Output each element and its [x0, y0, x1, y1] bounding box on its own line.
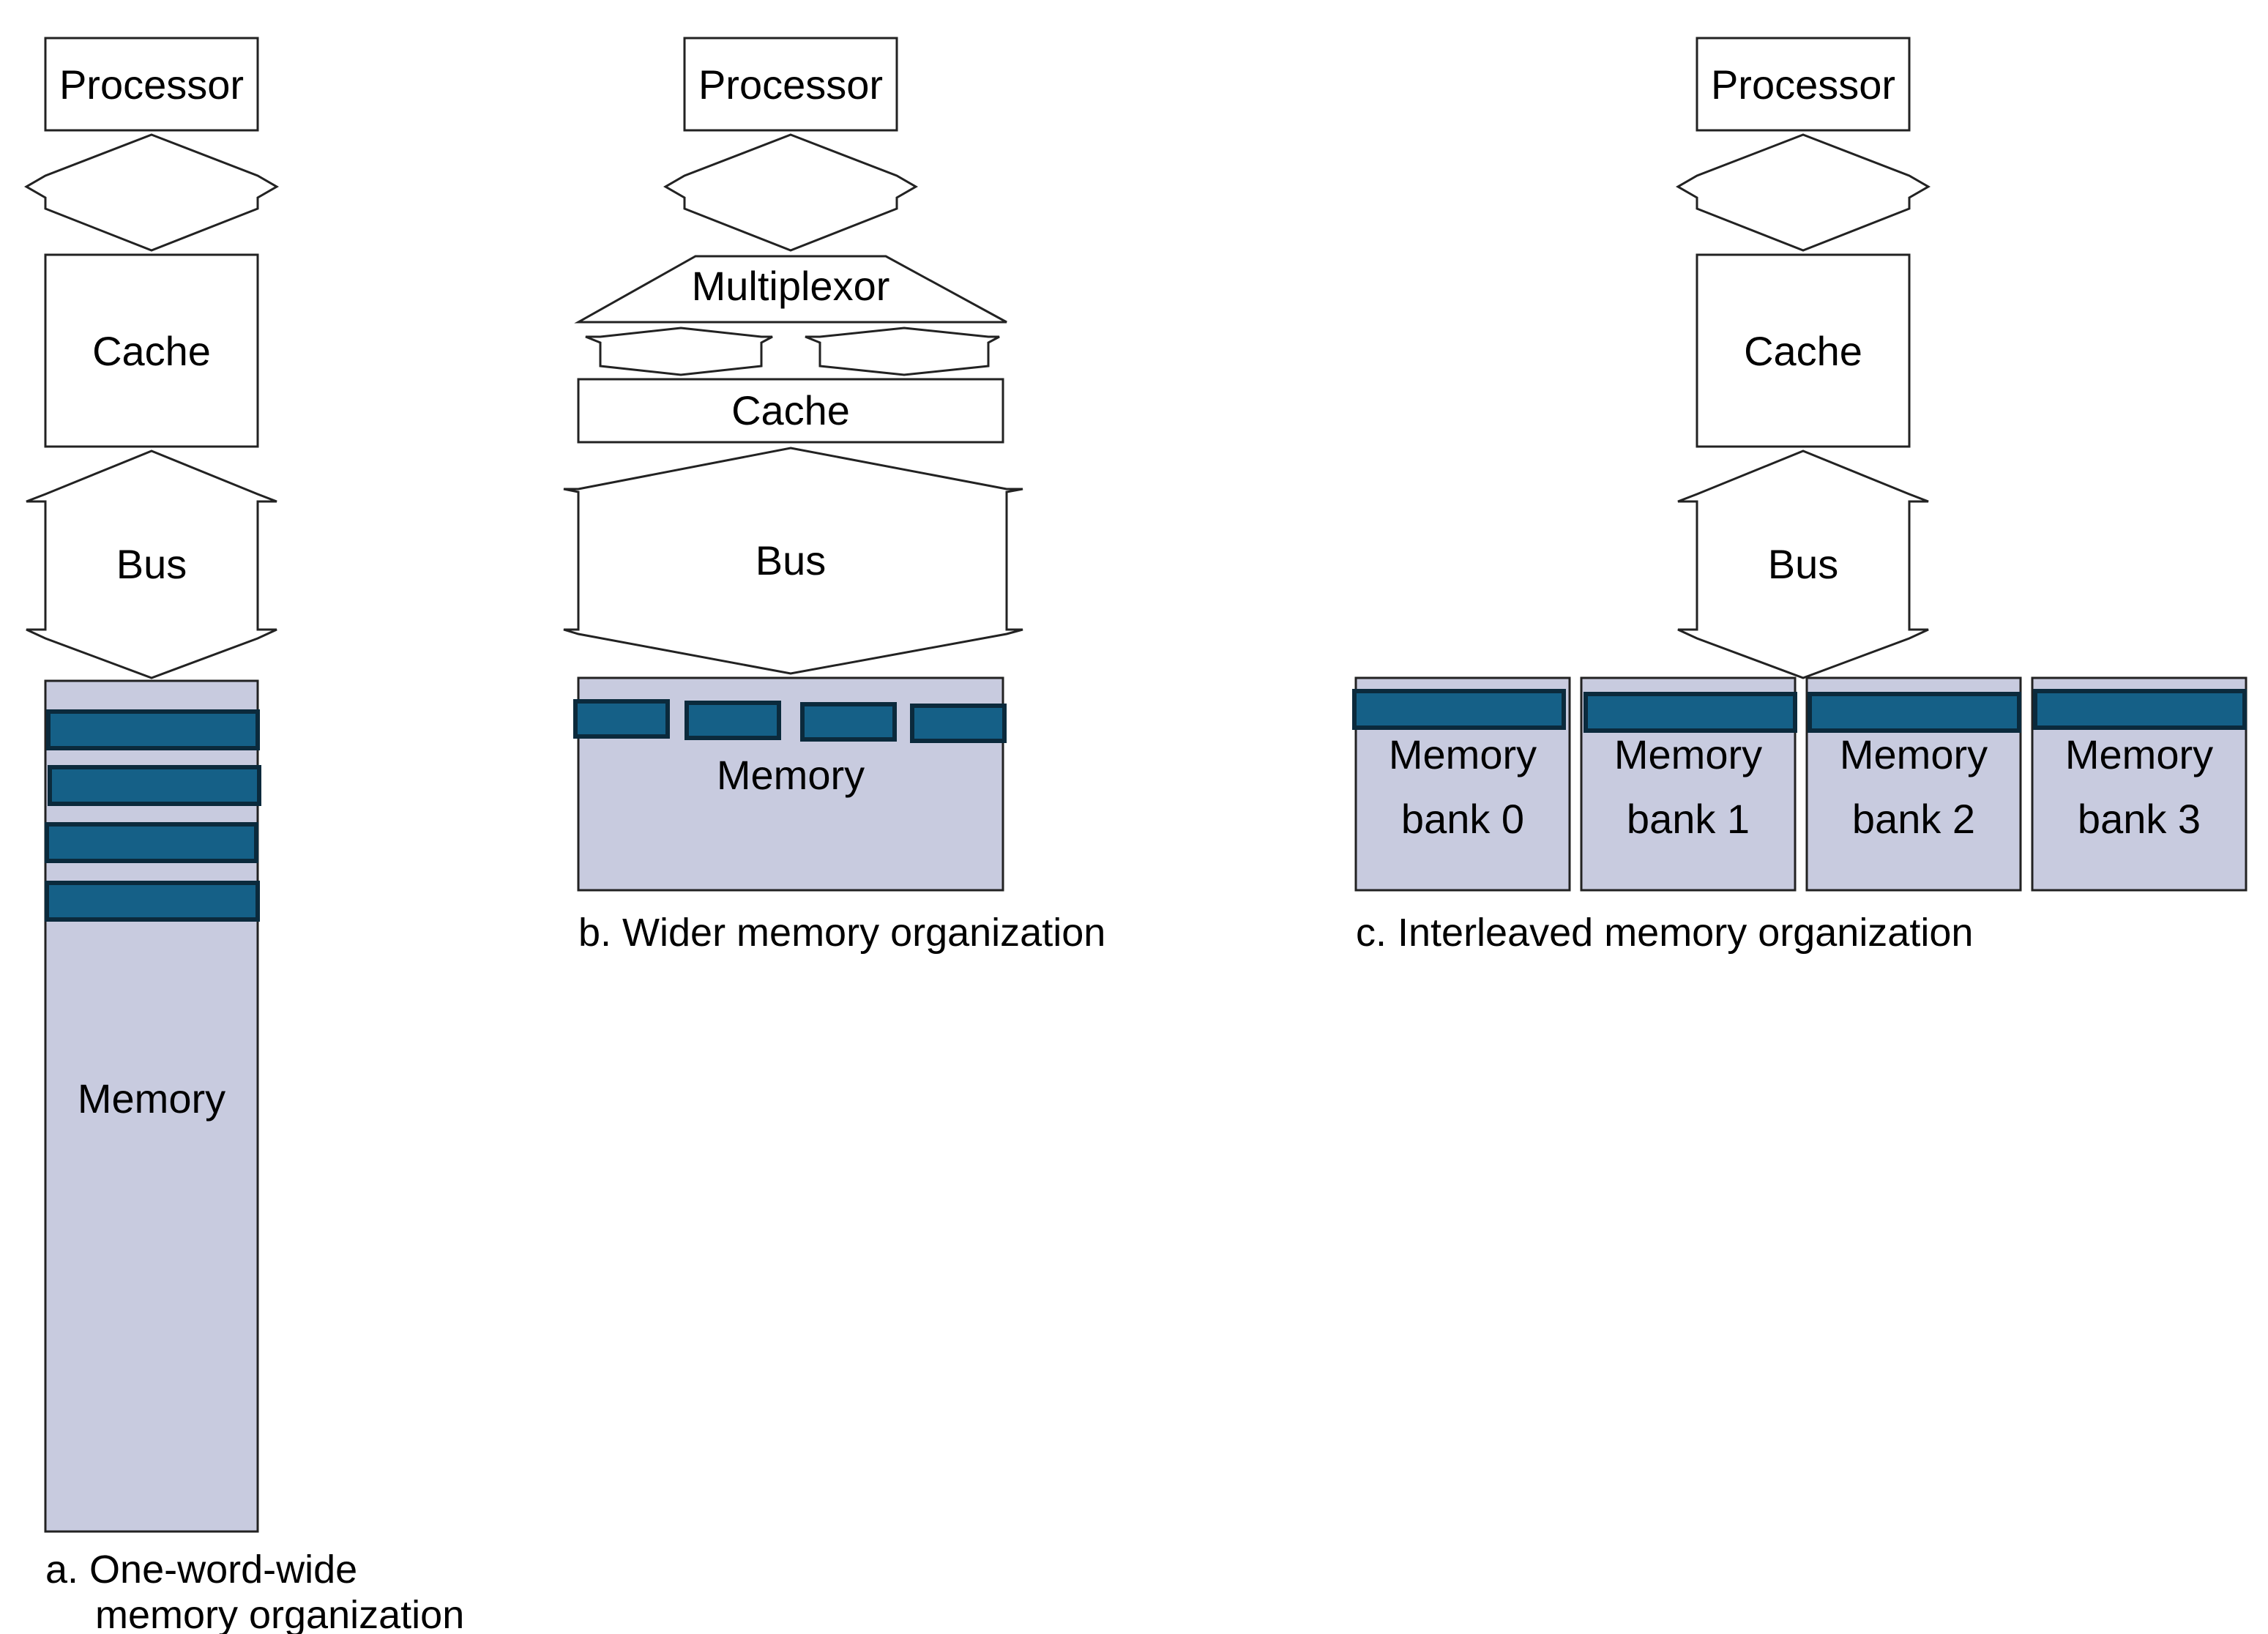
- processor-label: Processor: [1711, 61, 1895, 108]
- memory-label: Memory: [78, 1075, 225, 1122]
- panel-a-one-word-wide: Processor Cache Bus Memory a. One-word-w…: [23, 37, 464, 1634]
- cache-box: [577, 378, 1004, 444]
- bank-label-line1: Memory: [2065, 731, 2213, 777]
- cache-label: Cache: [1744, 328, 1862, 374]
- caption: b. Wider memory organization: [578, 911, 1105, 955]
- cache-label: Cache: [92, 328, 211, 374]
- memory-word: [45, 881, 260, 922]
- caption: c. Interleaved memory organization: [1356, 911, 1973, 955]
- memory-word: [1352, 689, 1566, 730]
- memory-bank-3: Memory bank 3: [2031, 676, 2248, 892]
- multiplexor-label: Multiplexor: [692, 263, 890, 309]
- mux-cache-connector-left: [585, 327, 773, 376]
- bank-label-line2: bank 3: [2078, 796, 2201, 842]
- mux-cache-connector-right: [805, 327, 1000, 376]
- cache-box: [44, 253, 259, 448]
- memory-word: [2033, 689, 2247, 730]
- memory-word: [910, 704, 1007, 743]
- processor-mux-connector: [663, 133, 919, 252]
- bus-label: Bus: [756, 537, 827, 583]
- bank-label-line1: Memory: [1840, 731, 1988, 777]
- bus-label: Bus: [116, 541, 187, 587]
- caption-line1: a. One-word-wide: [45, 1548, 357, 1592]
- bank-label-line2: bank 2: [1852, 796, 1975, 842]
- processor-box: [1696, 37, 1911, 132]
- memory-word: [48, 765, 261, 806]
- processor-box: [683, 37, 898, 132]
- panel-c-interleaved: Processor Cache Bus Memory bank 0 Memory…: [1352, 37, 2248, 955]
- cache-label: Cache: [731, 387, 850, 433]
- memory-word: [684, 701, 781, 740]
- cache-box: [1696, 253, 1911, 448]
- memory-bank-2: Memory bank 2: [1805, 676, 2022, 892]
- bus-connector: [563, 447, 1023, 675]
- bus-label: Bus: [1768, 541, 1839, 587]
- memory-word: [1584, 692, 1797, 733]
- memory-bank-0: Memory bank 0: [1352, 676, 1571, 892]
- memory-word: [45, 822, 258, 863]
- caption-line2: memory organization: [95, 1593, 464, 1634]
- bank-label-line2: bank 0: [1401, 796, 1524, 842]
- multiplexor-shape: [574, 255, 1007, 324]
- bus-connector: [26, 449, 277, 679]
- memory-word: [573, 699, 670, 739]
- bank-label-line1: Memory: [1614, 731, 1762, 777]
- memory-word: [800, 702, 897, 742]
- processor-box: [44, 37, 259, 132]
- memory-label: Memory: [717, 752, 865, 798]
- bank-label-line1: Memory: [1389, 731, 1537, 777]
- panel-b-wider-memory: Processor Multiplexor Cache Bus Memory b…: [563, 37, 1105, 955]
- memory-word: [46, 709, 260, 750]
- processor-cache-connector: [1675, 133, 1931, 252]
- processor-label: Processor: [698, 61, 883, 108]
- processor-label: Processor: [59, 61, 244, 108]
- processor-cache-connector: [23, 133, 280, 252]
- memory-bank-1: Memory bank 1: [1580, 676, 1797, 892]
- memory-word: [1808, 692, 2021, 733]
- bus-connector: [1677, 449, 1929, 679]
- bank-label-line2: bank 1: [1627, 796, 1750, 842]
